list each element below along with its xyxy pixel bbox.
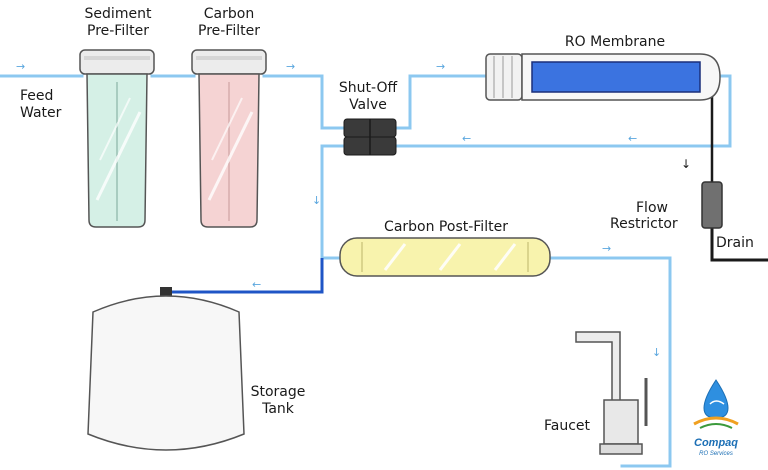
carbon-to-valve-pipe [262, 74, 346, 130]
valve-to-membrane-pipe [394, 74, 488, 130]
sediment-label: Sediment [85, 6, 152, 22]
shut-off-valve-label: Shut-Off [339, 80, 398, 96]
logo-tagline: RO Services [699, 451, 733, 457]
flow-arrow: → [286, 60, 295, 73]
storage-tank-label-2: Tank [261, 401, 295, 417]
flow-arrow: → [16, 60, 25, 73]
valve-to-tank-pipe [320, 144, 346, 260]
shut-off-valve [343, 118, 397, 156]
flow-arrow: → [602, 242, 611, 255]
ro-membrane-label: RO Membrane [565, 34, 665, 50]
flow-restrictor-label-2: Restrictor [610, 216, 678, 232]
drain-flow-arrow: ↓ [681, 157, 691, 171]
ro-membrane [485, 53, 721, 101]
feed-water-label-2: Water [20, 105, 62, 121]
carbon-label: Carbon [204, 6, 254, 22]
carbon-label-2: Pre-Filter [198, 23, 260, 39]
flow-arrow: ← [462, 132, 471, 145]
flow-arrow: → [436, 60, 445, 73]
faucet [575, 331, 648, 455]
flow-restrictor [701, 181, 723, 229]
storage-tank [87, 287, 245, 451]
flow-arrow: ↓ [312, 194, 321, 207]
sediment-pre-filter [79, 49, 155, 228]
logo-name: Compaq [694, 437, 738, 449]
shut-off-valve-label-2: Valve [349, 97, 387, 113]
feed-water-label: Feed [20, 88, 53, 104]
flow-arrow: ↓ [652, 346, 661, 359]
carbon-post-filter-label: Carbon Post-Filter [384, 219, 508, 235]
post-filter-to-faucet-pipe [548, 256, 672, 468]
membrane-return-pipe [394, 74, 732, 148]
drain-label: Drain [716, 235, 754, 251]
flow-arrow: ← [252, 278, 261, 291]
drain-outlet-line [710, 226, 768, 262]
sediment-label-2: Pre-Filter [87, 23, 149, 39]
flow-restrictor-label: Flow [636, 200, 668, 216]
flow-arrow: ← [628, 132, 637, 145]
compaq-logo: Compaq RO Services [693, 379, 739, 457]
pipes [0, 74, 732, 468]
faucet-label: Faucet [544, 418, 591, 434]
carbon-post-filter [339, 237, 551, 277]
storage-tank-label: Storage [251, 384, 306, 400]
carbon-pre-filter [191, 49, 267, 228]
tank-feed-pipe [166, 258, 324, 294]
